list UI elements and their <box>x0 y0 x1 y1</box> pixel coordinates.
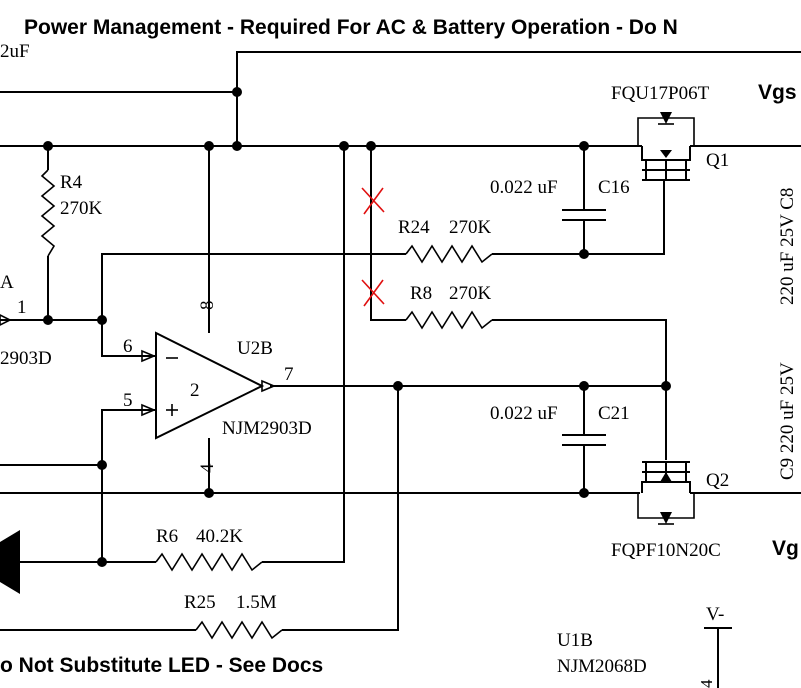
c16-capacitor <box>562 209 606 221</box>
u2b-pin7: 7 <box>284 364 294 385</box>
annotation-x-marks <box>361 187 385 307</box>
r24-value: 270K <box>449 217 492 238</box>
c8-label: 220 uF 25V C8 <box>777 188 798 305</box>
u2b-pin8: 8 <box>197 301 218 311</box>
opamp-unit-number: 2 <box>190 380 200 401</box>
led-symbol <box>0 530 20 594</box>
r8-resistor <box>405 310 493 330</box>
u1b-pin4: 4 <box>697 679 716 688</box>
q2-part: FQPF10N20C <box>611 540 721 561</box>
non-inverting-input-wire <box>101 409 156 562</box>
vminus-label: V- <box>706 604 724 625</box>
r6-name: R6 <box>156 526 178 547</box>
u2b-opamp <box>141 331 277 440</box>
top-rail-wire <box>236 51 801 146</box>
c21-value: 0.022 uF <box>490 403 558 424</box>
r25-name: R25 <box>184 592 216 613</box>
u2b-name: U2B <box>237 338 273 359</box>
r8-name: R8 <box>410 283 432 304</box>
q2-name: Q2 <box>706 470 729 491</box>
r4-value: 270K <box>60 198 103 219</box>
r24-name: R24 <box>398 217 430 238</box>
r4-resistor <box>40 169 56 257</box>
r24-to-q1-gate <box>492 180 665 255</box>
u2b-pin5: 5 <box>123 390 133 411</box>
vgs-top-label: Vgs <box>758 81 797 104</box>
r24-resistor <box>405 244 493 264</box>
footer-note: o Not Substitute LED - See Docs <box>0 654 323 677</box>
diagram-title: Power Management - Required For AC & Bat… <box>24 16 678 39</box>
r25-feedback-wire <box>282 386 399 631</box>
r4-name: R4 <box>60 172 83 193</box>
q1-name: Q1 <box>706 150 729 171</box>
r6-return-wire <box>262 146 345 563</box>
u2a-name-partial: A <box>0 272 14 293</box>
c9-label: C9 220 uF 25V <box>777 362 798 480</box>
wires <box>0 51 801 688</box>
u2a-pin1: 1 <box>17 297 27 318</box>
r25-resistor <box>195 620 283 640</box>
u2b-pin4: 4 <box>197 463 218 473</box>
u2a-part-partial: 2903D <box>0 348 52 369</box>
u2b-pin6: 6 <box>123 336 133 357</box>
r6-resistor <box>155 552 263 572</box>
c21-name: C21 <box>598 403 630 424</box>
r6-value: 40.2K <box>196 526 243 547</box>
u2b-part: NJM2903D <box>222 418 312 439</box>
vgs-bottom-label: Vg <box>772 537 799 560</box>
junction-dots <box>43 87 671 567</box>
r25-value: 1.5M <box>236 592 277 613</box>
u1b-name: U1B <box>557 630 593 651</box>
u1b-part: NJM2068D <box>557 656 647 677</box>
q1-mosfet <box>637 112 695 181</box>
r8-to-q2-gate <box>492 319 667 460</box>
q2-mosfet <box>637 461 695 525</box>
c16-name: C16 <box>598 177 630 198</box>
u2a-output-arrow <box>0 314 12 326</box>
c21-capacitor <box>562 434 606 446</box>
c16-value: 0.022 uF <box>490 177 558 198</box>
q1-part: FQU17P06T <box>611 83 710 104</box>
r8-value: 270K <box>449 283 492 304</box>
cap-top-left-value: 2uF <box>0 41 30 62</box>
inverting-input-wire <box>101 320 156 357</box>
